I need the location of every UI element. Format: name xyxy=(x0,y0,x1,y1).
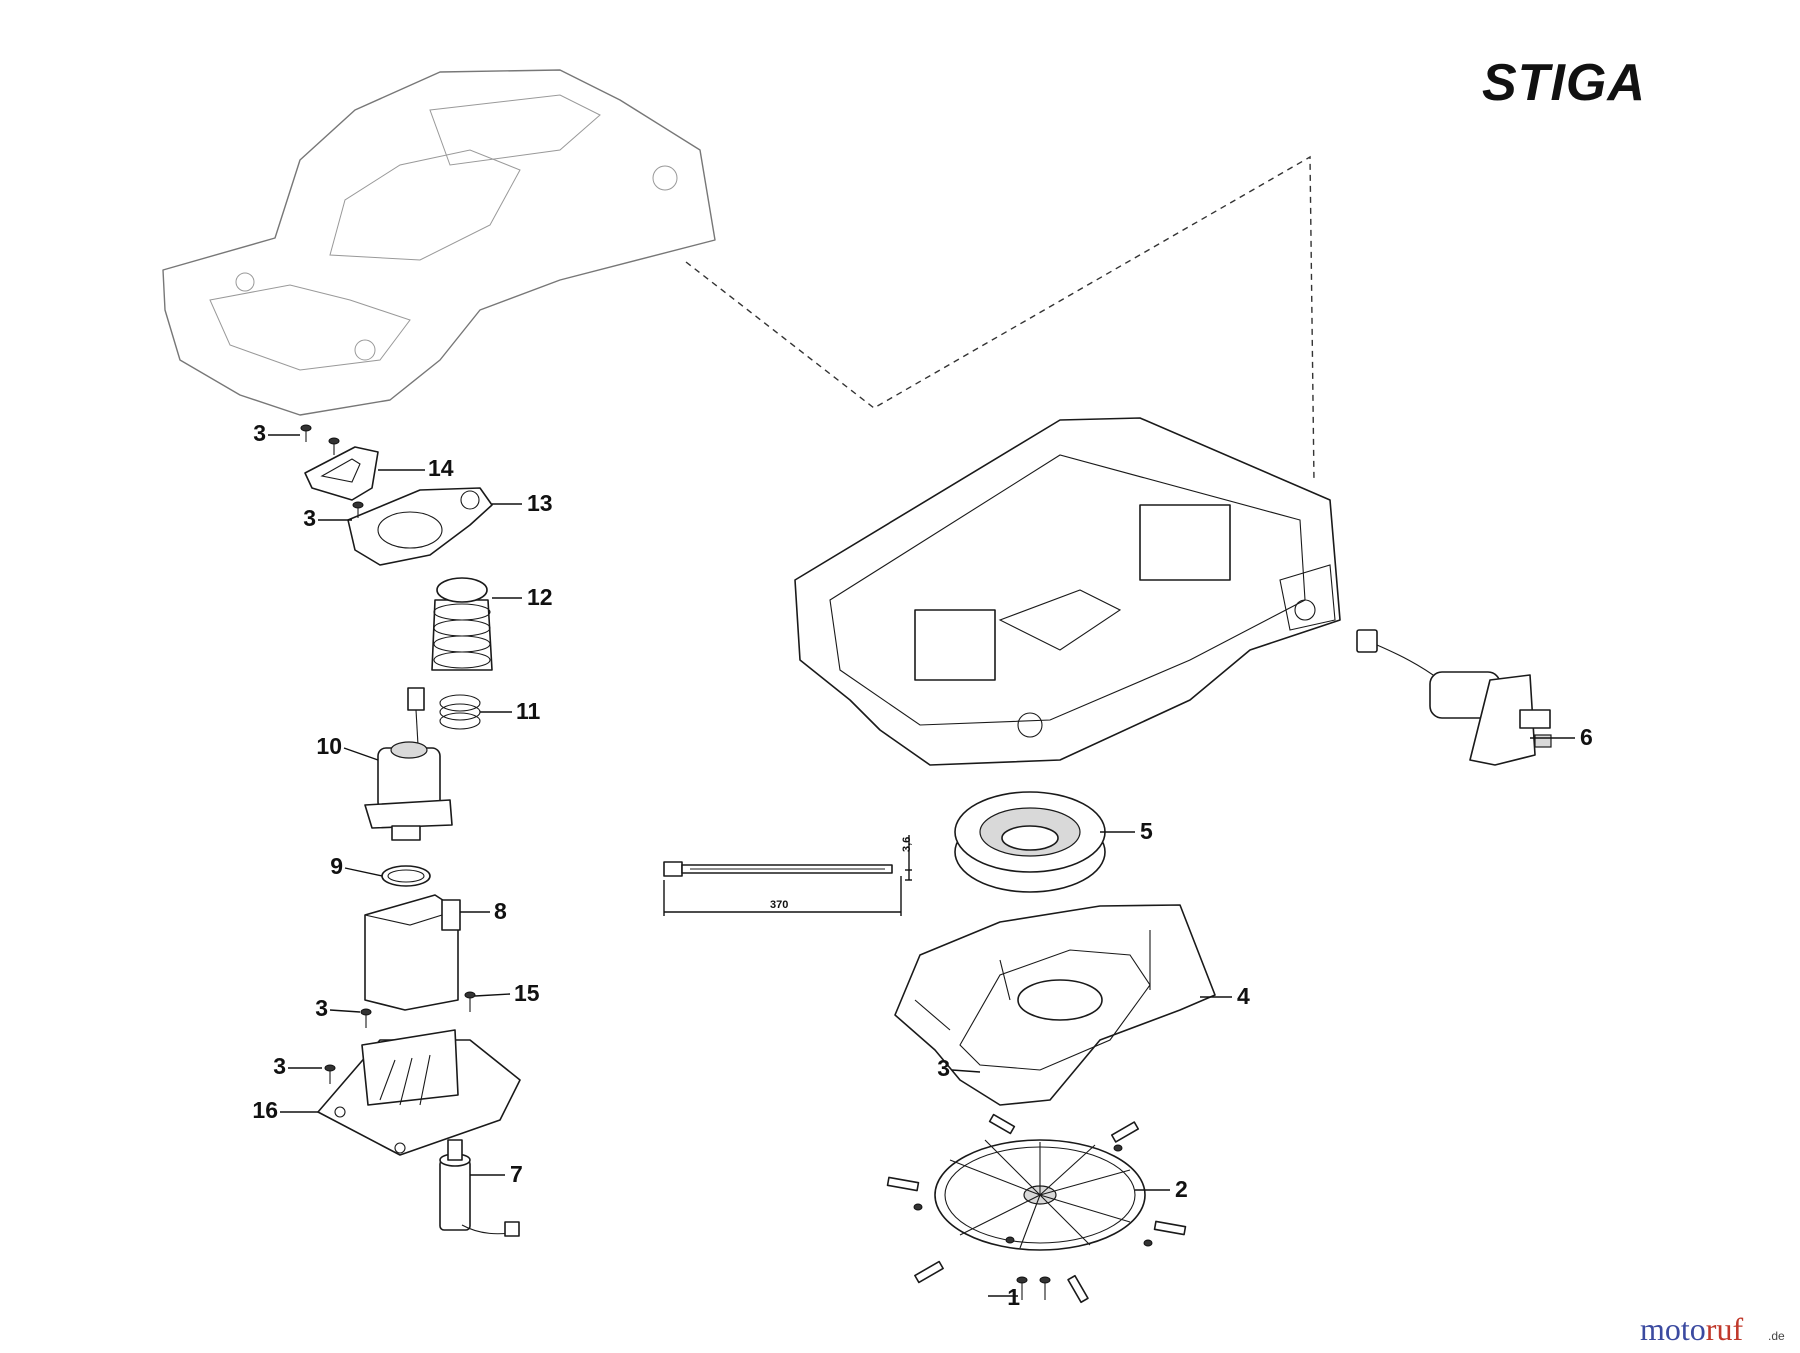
callout-10: 10 xyxy=(316,733,342,759)
part-12-spindle xyxy=(431,577,493,671)
watermark-suffix: .de xyxy=(1768,1329,1785,1343)
dimension-length-label: 370 xyxy=(770,899,788,911)
part-5-guard-ring xyxy=(954,791,1106,893)
part-7-small-motor xyxy=(439,1139,520,1237)
screw-3-mid xyxy=(360,1008,372,1028)
callout-3-b: 3 xyxy=(303,505,316,531)
part-1-blade-screws xyxy=(1016,1276,1051,1300)
part-16-motor-base xyxy=(317,1029,521,1156)
cable-tie-dimension: 370 3,6 xyxy=(663,835,913,916)
callout-2: 2 xyxy=(1175,1176,1188,1202)
dimension-width-label: 3,6 xyxy=(901,837,913,852)
cable-tie xyxy=(663,861,893,877)
part-6-drive-motor xyxy=(1356,629,1552,766)
assembly-guide-line xyxy=(685,155,1315,483)
callout-9: 9 xyxy=(330,853,343,879)
screw-3-top xyxy=(300,424,340,455)
callout-11: 11 xyxy=(516,698,541,724)
callout-3-d: 3 xyxy=(273,1053,286,1079)
part-13-mount-plate xyxy=(347,487,493,566)
svg-text:motoruf: motoruf xyxy=(1640,1311,1743,1347)
part-8-motor-housing xyxy=(364,894,461,1011)
blade xyxy=(886,1113,1187,1304)
callout-12: 12 xyxy=(527,584,553,610)
screw-3-lower xyxy=(324,1064,336,1084)
callout-13: 13 xyxy=(527,490,553,516)
watermark-main: ruf xyxy=(1706,1311,1744,1347)
callout-8: 8 xyxy=(494,898,507,924)
part-2-cutting-disc xyxy=(934,1139,1146,1251)
callout-14: 14 xyxy=(428,455,454,481)
part-10-height-motor xyxy=(364,687,453,841)
callout-16: 16 xyxy=(252,1097,278,1123)
leader-lines xyxy=(268,434,1575,1297)
callout-1: 1 xyxy=(1007,1284,1020,1310)
callout-5: 5 xyxy=(1140,818,1153,844)
callout-6: 6 xyxy=(1580,724,1593,750)
callout-4: 4 xyxy=(1237,983,1250,1009)
stiga-logo: STIGA xyxy=(1482,54,1646,112)
part-9-o-ring xyxy=(381,865,431,887)
watermark-prefix: moto xyxy=(1640,1311,1706,1347)
part-11-spring xyxy=(439,694,481,730)
part-14-bracket xyxy=(304,446,379,501)
callout-7: 7 xyxy=(510,1161,523,1187)
motoruf-watermark: motoruf .de xyxy=(1640,1311,1785,1347)
callout-15: 15 xyxy=(514,980,540,1006)
screw-3-upper xyxy=(352,501,364,518)
callout-3-c: 3 xyxy=(315,995,328,1021)
chassis xyxy=(794,417,1341,766)
callout-3-a: 3 xyxy=(253,420,266,446)
body-cover xyxy=(162,69,716,416)
callout-3-e: 3 xyxy=(937,1055,950,1081)
part-15-screw xyxy=(464,991,476,1012)
part-4-blade-guard xyxy=(894,904,1216,1106)
